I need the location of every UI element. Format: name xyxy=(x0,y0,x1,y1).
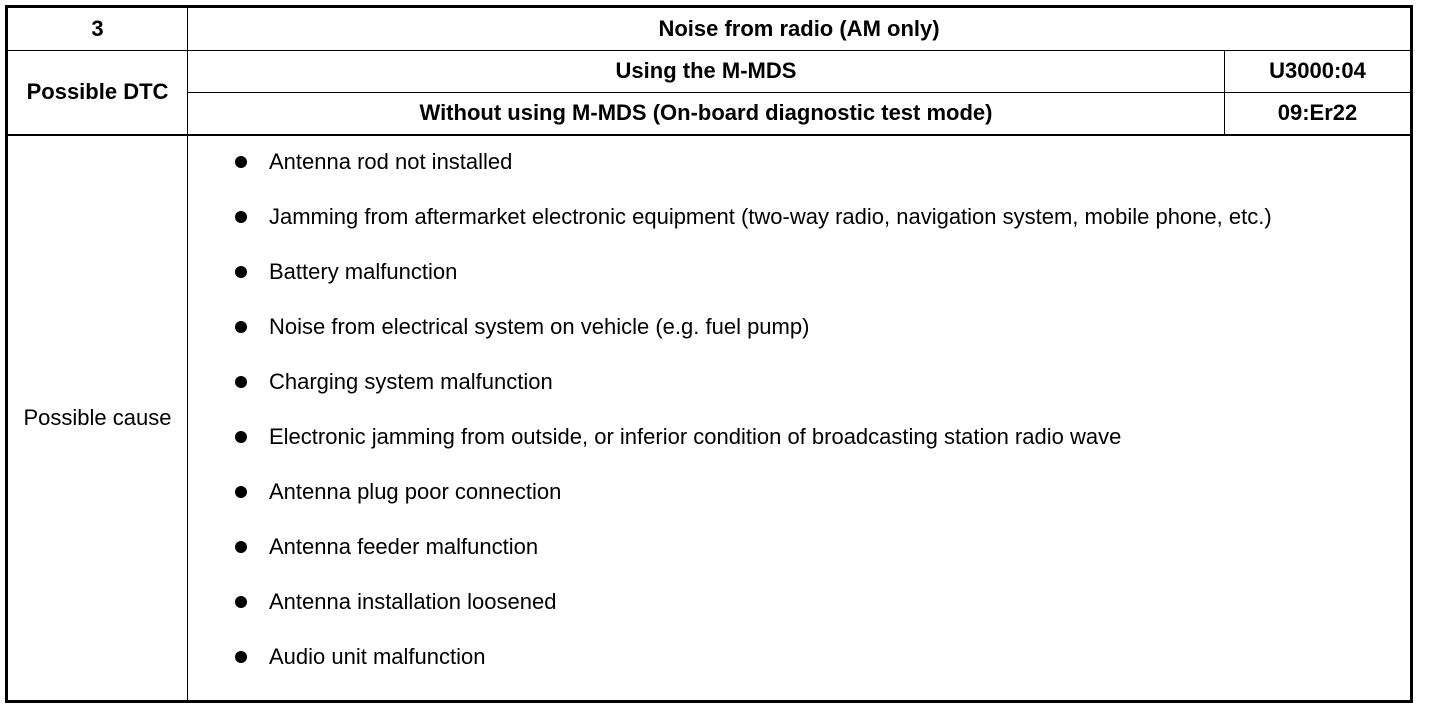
cause-text: Antenna feeder malfunction xyxy=(269,534,539,559)
list-item: Antenna plug poor connection xyxy=(235,477,1370,507)
list-item: Noise from electrical system on vehicle … xyxy=(235,312,1370,342)
bullet-icon xyxy=(235,431,247,443)
bullet-icon xyxy=(235,266,247,278)
possible-dtc-label: Possible DTC xyxy=(26,79,169,105)
list-item: Antenna installation loosened xyxy=(235,587,1370,617)
cause-text: Battery malfunction xyxy=(269,259,458,284)
list-item: Audio unit malfunction xyxy=(235,642,1370,672)
bullet-icon xyxy=(235,596,247,608)
cause-text: Antenna plug poor connection xyxy=(269,479,562,504)
dtc-method-mmds: Using the M-MDS xyxy=(615,58,797,84)
list-item: Antenna feeder malfunction xyxy=(235,532,1370,562)
cause-list: Antenna rod not installed Jamming from a… xyxy=(188,136,1410,700)
bullet-icon xyxy=(235,541,247,553)
item-number: 3 xyxy=(91,15,104,41)
cause-text: Noise from electrical system on vehicle … xyxy=(269,314,810,339)
cause-text: Charging system malfunction xyxy=(269,369,553,394)
cause-text: Jamming from aftermarket electronic equi… xyxy=(269,204,1272,229)
bullet-icon xyxy=(235,321,247,333)
cause-text: Electronic jamming from outside, or infe… xyxy=(269,424,1122,449)
bullet-icon xyxy=(235,156,247,168)
list-item: Charging system malfunction xyxy=(235,367,1370,397)
column-divider xyxy=(187,8,188,700)
bullet-icon xyxy=(235,211,247,223)
list-item: Electronic jamming from outside, or infe… xyxy=(235,422,1370,452)
symptom-title: Noise from radio (AM only) xyxy=(658,15,940,41)
dtc-method-onboard: Without using M-MDS (On-board diagnostic… xyxy=(419,100,993,126)
cause-text: Antenna installation loosened xyxy=(269,589,557,614)
cause-text: Antenna rod not installed xyxy=(269,149,513,174)
bullet-icon xyxy=(235,486,247,498)
column-divider xyxy=(1224,50,1225,134)
row-divider xyxy=(188,92,1410,93)
dtc-code-onboard: 09:Er22 xyxy=(1277,100,1358,126)
row-divider xyxy=(8,50,1410,51)
list-item: Antenna rod not installed xyxy=(235,147,1370,177)
list-item: Jamming from aftermarket electronic equi… xyxy=(235,202,1370,232)
bullet-icon xyxy=(235,651,247,663)
list-item: Battery malfunction xyxy=(235,257,1370,287)
possible-cause-label: Possible cause xyxy=(23,404,172,430)
cause-text: Audio unit malfunction xyxy=(269,644,486,669)
dtc-code-mmds: U3000:04 xyxy=(1269,58,1366,84)
troubleshooting-table: 3 Noise from radio (AM only) Possible DT… xyxy=(5,5,1413,703)
row-divider xyxy=(8,134,1410,136)
bullet-icon xyxy=(235,376,247,388)
